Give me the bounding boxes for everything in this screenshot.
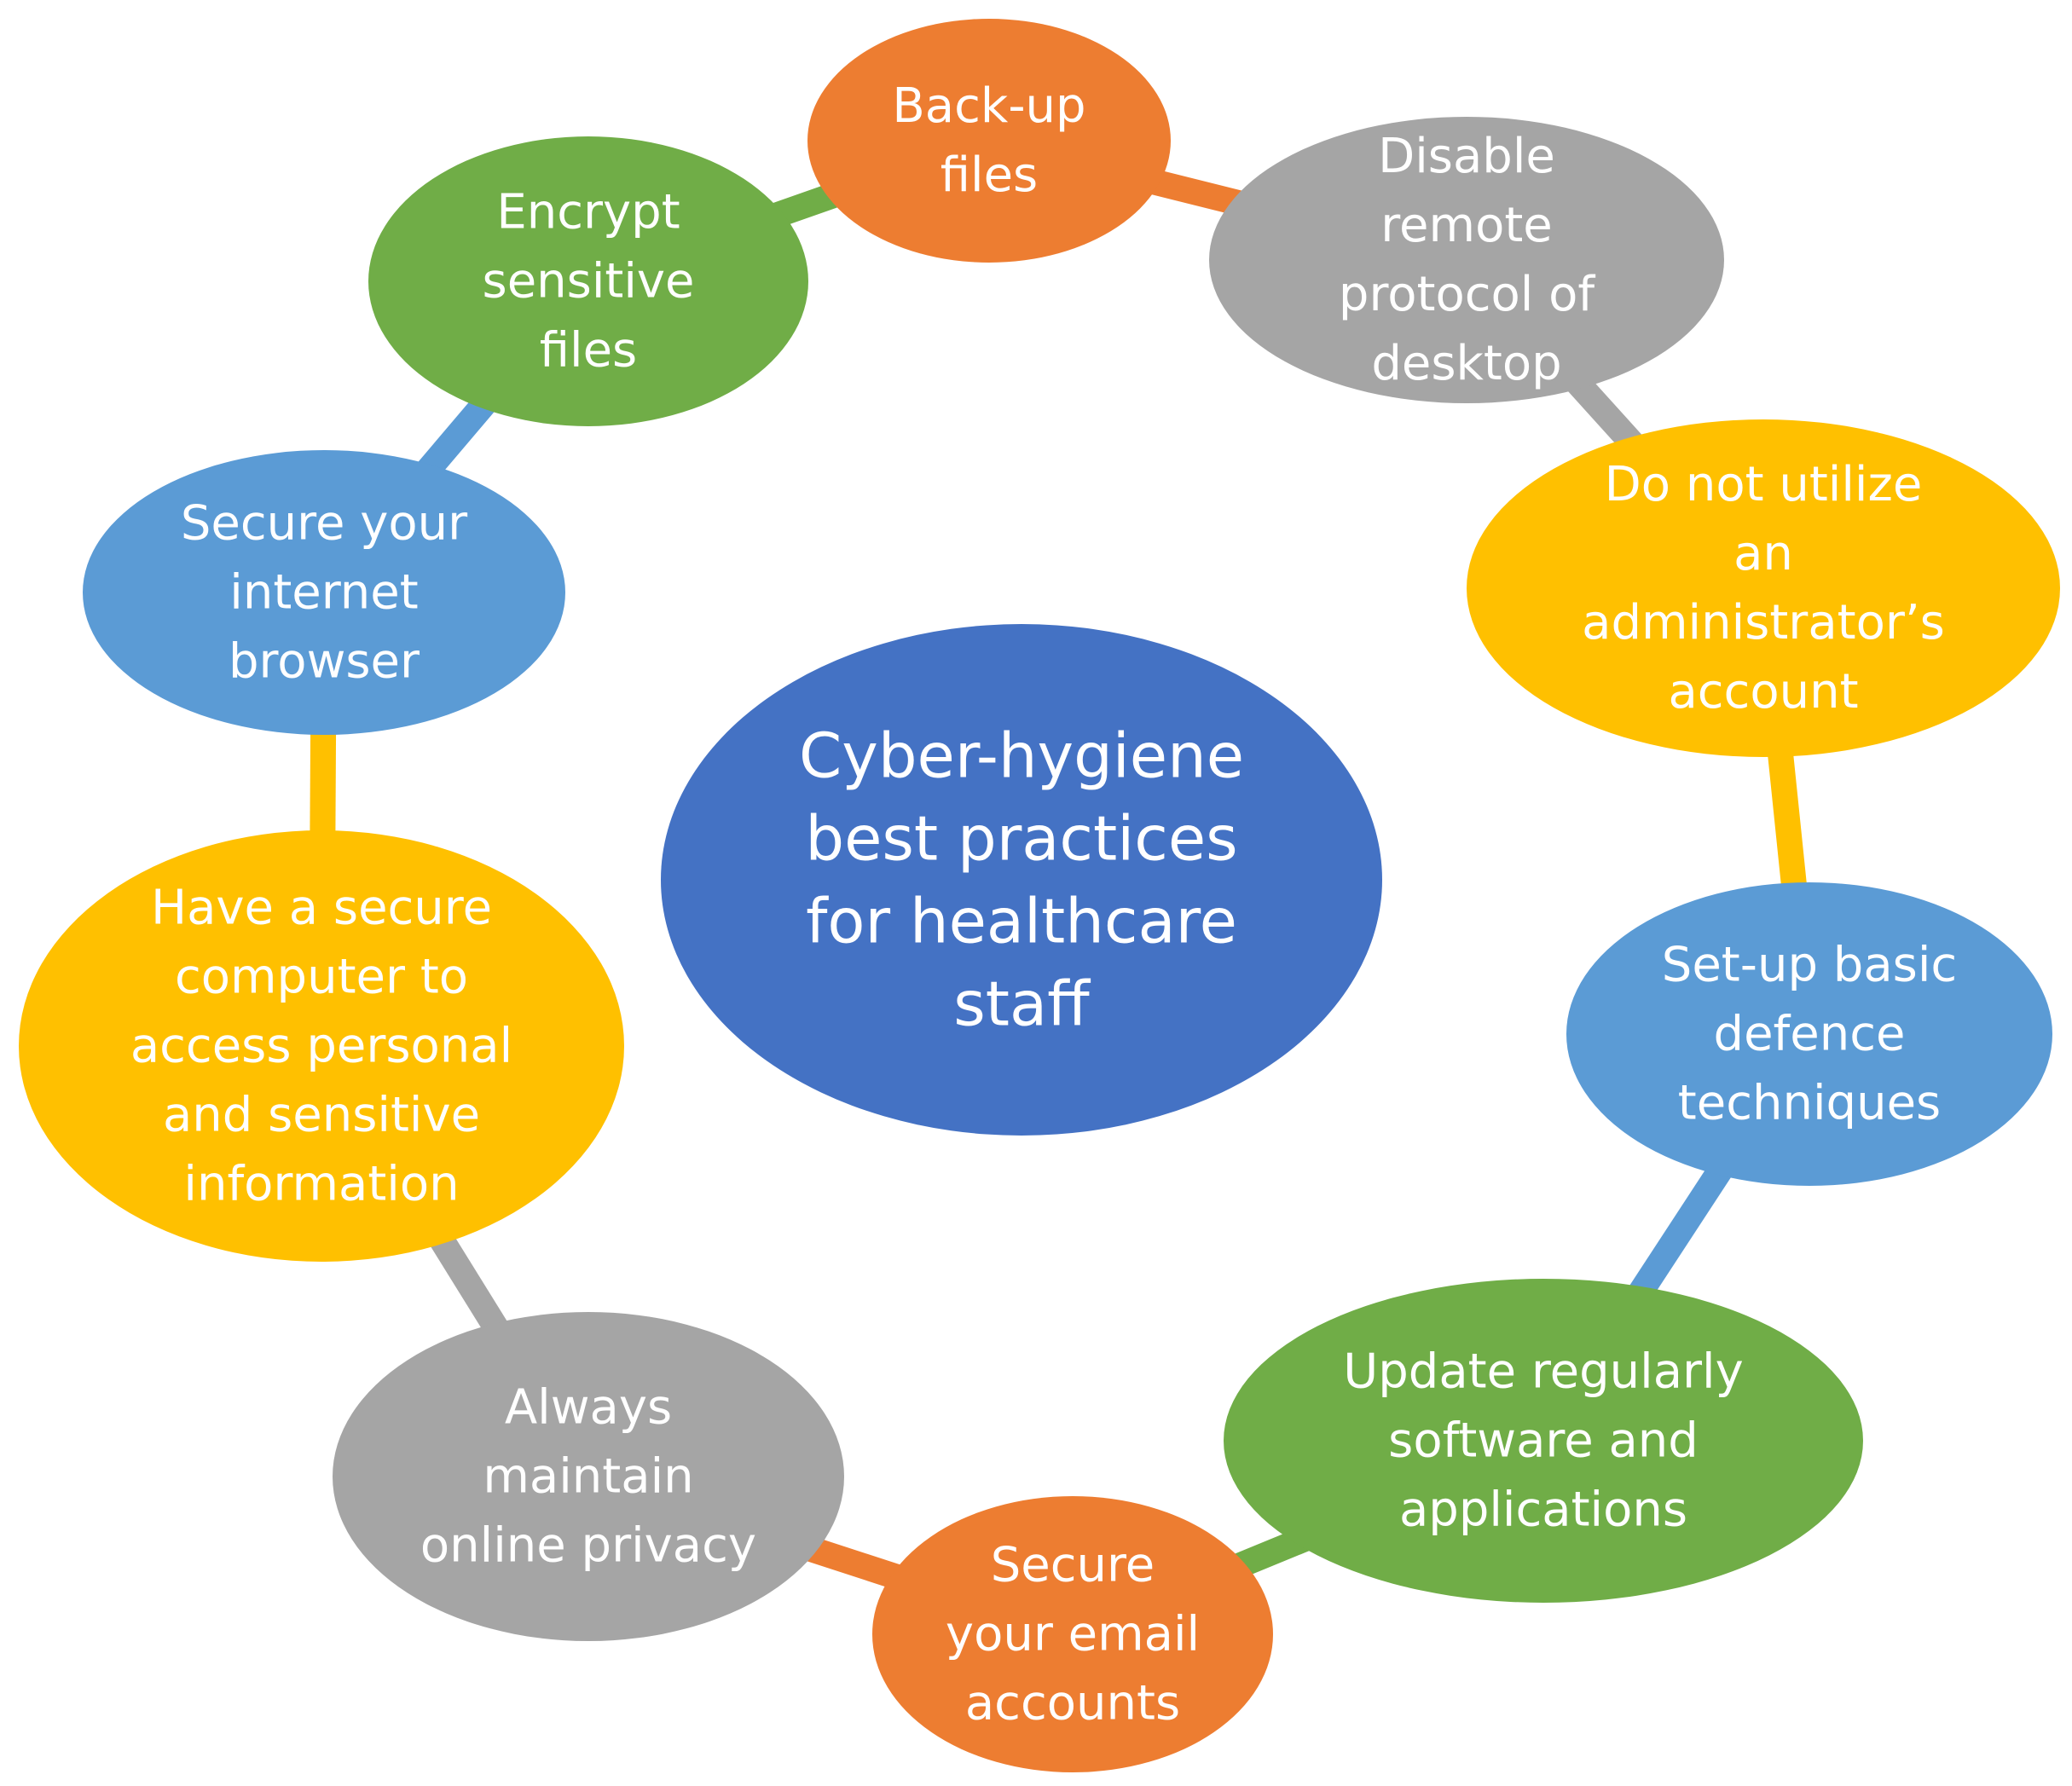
node-label-line: online privacy — [420, 1518, 756, 1574]
node-label-line: an — [1733, 526, 1793, 581]
node-label-line: sensitive — [483, 254, 695, 309]
node-ellipse — [83, 450, 565, 735]
node-label-line: files — [941, 147, 1038, 203]
node-label-line: defence — [1714, 1007, 1906, 1062]
node-label-line: computer to — [175, 950, 468, 1005]
node-basic-defence: Set-up basic defence techniques — [1566, 882, 2052, 1186]
node-label-line: information — [183, 1157, 459, 1212]
node-label-line: remote — [1380, 198, 1552, 253]
node-secure-computer: Have a secure computer to access personal a… — [19, 830, 624, 1262]
node-label-line: Always — [505, 1380, 672, 1436]
center-title-line: best practices — [805, 803, 1237, 875]
node-encrypt-files: Encrypt sensitive files — [368, 136, 808, 426]
node-label-line: applications — [1399, 1483, 1687, 1538]
node-label-line: access personal — [130, 1019, 512, 1074]
node-ellipse — [333, 1312, 844, 1641]
node-ellipse — [1467, 419, 2060, 757]
node-label-line: and sensitive — [163, 1088, 480, 1143]
node-ellipse — [872, 1496, 1273, 1772]
node-label-line: files — [540, 323, 637, 379]
node-label-line: Update regularly — [1343, 1344, 1744, 1400]
node-label-line: Back-up — [892, 78, 1085, 134]
node-label-line: maintain — [483, 1449, 693, 1505]
node-label-line: protocol of — [1339, 267, 1595, 322]
node-label-line: Set-up basic — [1662, 938, 1957, 993]
center-node: Cyber-hygiene best practices for healthcar… — [661, 624, 1382, 1136]
node-online-privacy: Always maintain online privacy — [333, 1312, 844, 1641]
center-ellipse — [661, 624, 1382, 1136]
node-label-line: Encrypt — [496, 185, 680, 240]
node-label-line: Secure your — [181, 496, 468, 552]
node-ellipse — [368, 136, 808, 426]
node-label-line: account — [1668, 664, 1858, 720]
node-disable-remote-protocol: Disable remote protocol of desktop — [1209, 117, 1724, 403]
center-title-line: for healthcare — [806, 886, 1237, 957]
node-label-line: administrator’s — [1582, 595, 1945, 650]
node-no-admin-account: Do not utilize an administrator’s account — [1467, 419, 2060, 757]
node-backup-files: Back-up files — [807, 19, 1171, 263]
cycle-nodes: Back-up files Disable remote protocol of desk… — [19, 19, 2060, 1772]
node-label-line: Do not utilize — [1605, 457, 1923, 512]
node-update-software: Update regularly software and applications — [1224, 1279, 1863, 1603]
node-ellipse — [1224, 1279, 1863, 1603]
node-ellipse — [19, 830, 624, 1262]
node-label-line: your email — [946, 1607, 1200, 1662]
node-secure-browser: Secure your internet browser — [83, 450, 565, 735]
node-label-line: Disable — [1378, 129, 1555, 184]
node-label-line: software and — [1388, 1413, 1699, 1469]
node-label-line: internet — [229, 565, 418, 621]
node-label-line: techniques — [1678, 1076, 1941, 1131]
node-secure-email: Secure your email accounts — [872, 1496, 1273, 1772]
node-label-line: accounts — [965, 1676, 1180, 1731]
node-ellipse — [1209, 117, 1724, 403]
node-ellipse — [1566, 882, 2052, 1186]
node-ellipse — [807, 19, 1171, 263]
node-label-line: Have a secure — [151, 881, 492, 936]
node-label-line: Secure — [991, 1538, 1155, 1593]
center-title-line: Cyber-hygiene — [799, 720, 1244, 792]
node-label-line: browser — [229, 634, 420, 690]
center-title-line: staff — [953, 968, 1091, 1040]
node-label-line: desktop — [1371, 336, 1561, 391]
